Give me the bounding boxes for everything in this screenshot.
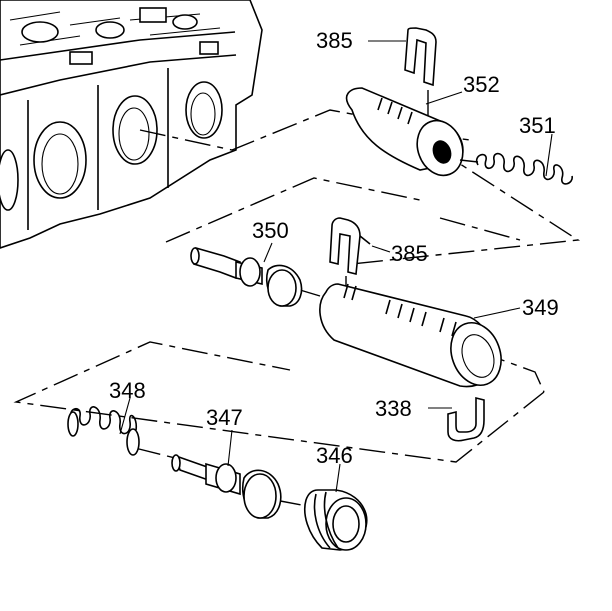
spring-348: [67, 406, 140, 456]
callout-labels: 385 352 351 350 385 349 338 348 347 346: [109, 28, 559, 468]
sleeve-352: [345, 87, 464, 177]
callout-338: 338: [375, 396, 412, 421]
callout-385-middle: 385: [391, 241, 428, 266]
retainer-clip-338: [447, 396, 485, 442]
callout-348: 348: [109, 378, 146, 403]
spring-351: [459, 152, 573, 185]
retainer-clip-385-middle: [329, 217, 371, 290]
valve-347: [171, 454, 282, 519]
callout-350: 350: [252, 218, 289, 243]
valve-350: [190, 246, 303, 307]
callout-385-top: 385: [316, 28, 353, 53]
callout-347: 347: [206, 405, 243, 430]
callout-351: 351: [519, 113, 556, 138]
leader-lines: [119, 40, 553, 493]
valve-body-casting: [0, 0, 263, 249]
retainer-clip-385-top: [404, 27, 437, 118]
plug-346: [304, 489, 368, 551]
sleeve-349: [319, 283, 502, 388]
callout-352: 352: [463, 72, 500, 97]
callout-349: 349: [522, 295, 559, 320]
callout-346: 346: [316, 443, 353, 468]
